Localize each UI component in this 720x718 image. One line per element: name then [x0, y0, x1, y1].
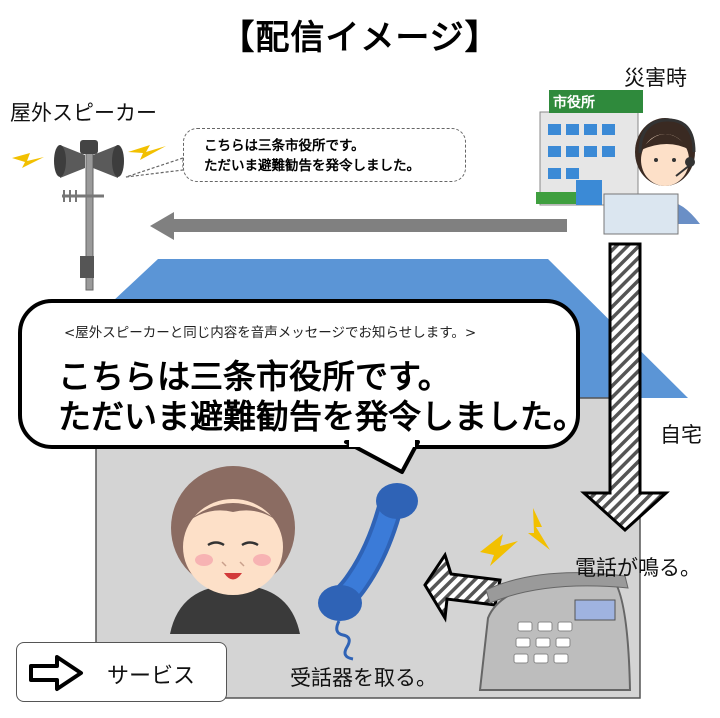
- speaker-message-line1: こちらは三条市役所です。: [204, 136, 465, 156]
- desk-phone-icon: [480, 573, 630, 690]
- home-message-text: こちらは三条市役所です。 ただいま避難勧告を発令しました。: [58, 357, 586, 437]
- home-message-note: <屋外スピーカーと同じ内容を音声メッセージでお知らせします。>: [64, 321, 476, 341]
- home-message-line1: こちらは三条市役所です。: [58, 357, 586, 397]
- speaker-message-bubble: こちらは三条市役所です。 ただいま避難勧告を発令しました。: [183, 128, 466, 182]
- broadcast-arrow: [150, 212, 567, 240]
- home-label: 自宅: [660, 419, 702, 449]
- grandmother-icon: [170, 466, 300, 634]
- disaster-time-label: 災害時: [624, 62, 687, 92]
- service-button-label: サービス: [107, 658, 195, 690]
- speaker-message-line2: ただいま避難勧告を発令しました。: [204, 156, 465, 176]
- home-message-bubble: <屋外スピーカーと同じ内容を音声メッセージでお知らせします。> こちらは三条市役…: [18, 299, 580, 449]
- city-hall-sign: 市役所: [553, 92, 595, 112]
- service-button[interactable]: サービス: [16, 642, 227, 702]
- phone-rings-label: 電話が鳴る。: [575, 552, 701, 582]
- outdoor-speaker-label: 屋外スピーカー: [10, 97, 157, 127]
- bubble-tail: [126, 158, 183, 177]
- page-title: 【配信イメージ】: [0, 10, 720, 59]
- arrow-right-icon: [27, 653, 87, 693]
- home-message-line2: ただいま避難勧告を発令しました。: [58, 397, 586, 437]
- pick-up-label: 受話器を取る。: [290, 662, 437, 692]
- outdoor-speaker-icon: [54, 140, 124, 290]
- home-bubble-tail: [340, 440, 430, 476]
